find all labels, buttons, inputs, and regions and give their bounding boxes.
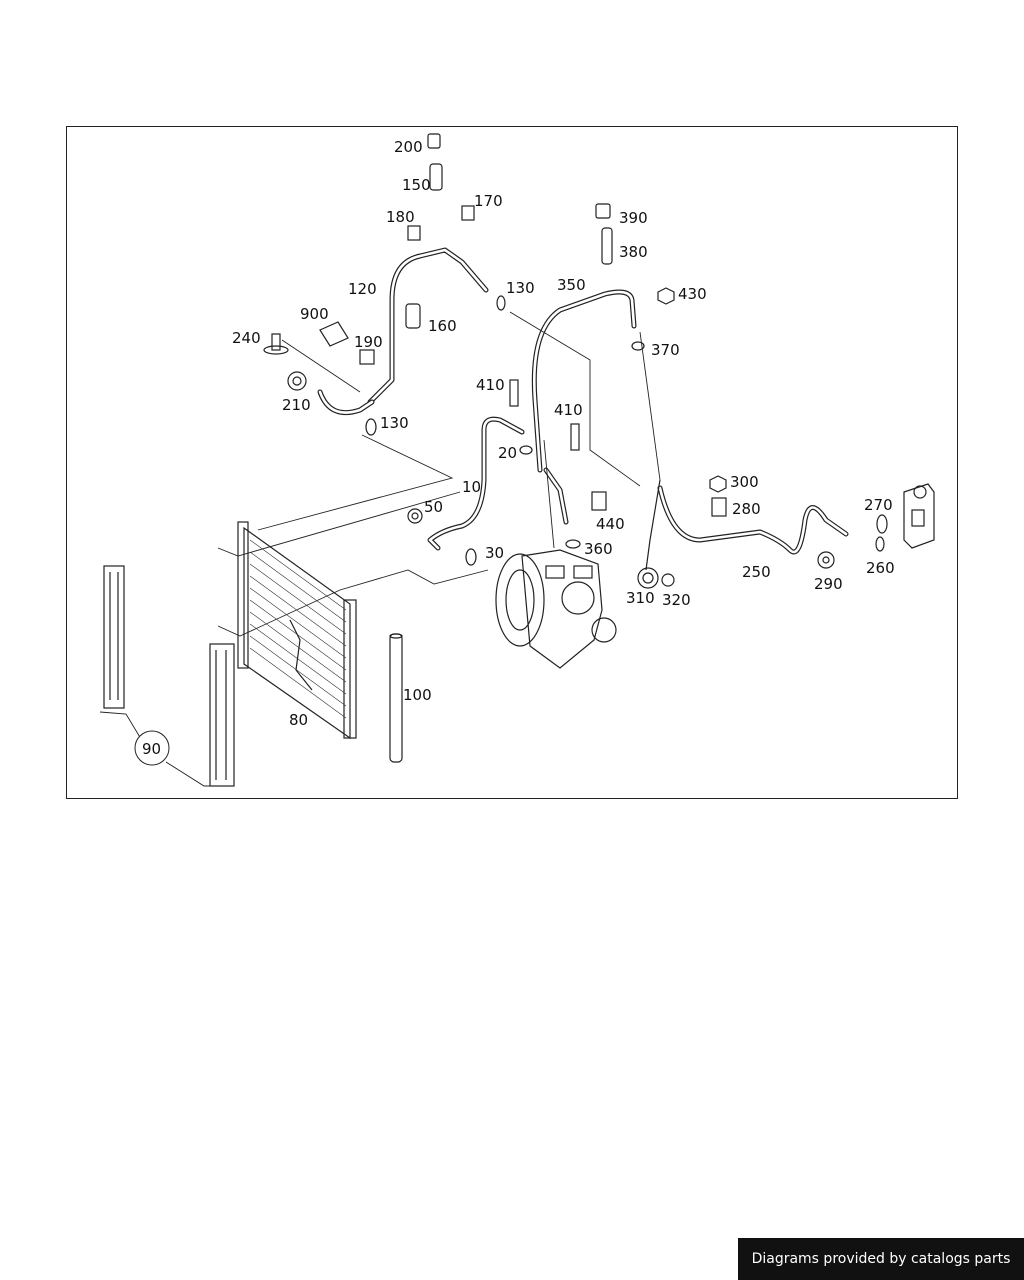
label-10: 10 <box>462 478 481 496</box>
label-100: 100 <box>403 686 432 704</box>
o-ring-20[interactable] <box>519 445 533 455</box>
valve-440[interactable] <box>591 491 607 511</box>
nut-300[interactable] <box>709 475 727 493</box>
label-130-upper: 130 <box>506 279 535 297</box>
o-ring-260[interactable] <box>875 536 885 552</box>
label-130-lower: 130 <box>380 414 409 432</box>
clip-170[interactable] <box>461 205 475 221</box>
label-240: 240 <box>232 329 261 347</box>
label-410-left: 410 <box>476 376 505 394</box>
dryer-100[interactable] <box>389 633 403 763</box>
label-440: 440 <box>596 515 625 533</box>
callout-circle-90 <box>134 730 170 766</box>
condenser-80[interactable] <box>237 521 357 740</box>
o-ring-270[interactable] <box>876 514 888 534</box>
clip-280[interactable] <box>711 497 727 517</box>
label-370: 370 <box>651 341 680 359</box>
o-ring-130-upper[interactable] <box>496 295 506 311</box>
label-190: 190 <box>354 333 383 351</box>
grommet-210[interactable] <box>287 371 307 391</box>
o-ring-30[interactable] <box>465 548 477 566</box>
pipe-350[interactable] <box>531 289 637 525</box>
grommet-50[interactable] <box>407 508 423 524</box>
pipe-250[interactable] <box>657 485 849 555</box>
label-170: 170 <box>474 192 503 210</box>
bolt-410-right[interactable] <box>570 423 580 451</box>
pipe-10[interactable] <box>427 416 525 551</box>
o-ring-370[interactable] <box>631 341 645 351</box>
pressure-sensor-380[interactable] <box>601 227 613 265</box>
label-30: 30 <box>485 544 504 562</box>
label-160: 160 <box>428 317 457 335</box>
label-300: 300 <box>730 473 759 491</box>
bracket-90-left[interactable] <box>103 565 125 709</box>
label-430: 430 <box>678 285 707 303</box>
label-50: 50 <box>424 498 443 516</box>
label-80: 80 <box>289 711 308 729</box>
o-ring-130-lower[interactable] <box>365 418 377 436</box>
cap-200[interactable] <box>427 133 441 149</box>
label-380: 380 <box>619 243 648 261</box>
o-ring-360[interactable] <box>565 539 581 549</box>
compressor[interactable] <box>495 549 617 669</box>
plug-160[interactable] <box>405 303 421 329</box>
label-350: 350 <box>557 276 586 294</box>
hose-210[interactable] <box>317 389 375 416</box>
label-150: 150 <box>402 176 431 194</box>
label-90: 90 <box>142 740 161 758</box>
label-180: 180 <box>386 208 415 226</box>
label-200: 200 <box>394 138 423 156</box>
diagram-frame <box>66 126 958 799</box>
clip-900[interactable] <box>319 321 349 347</box>
plug-240[interactable] <box>263 333 289 355</box>
label-390: 390 <box>619 209 648 227</box>
label-250: 250 <box>742 563 771 581</box>
nut-430[interactable] <box>657 287 675 305</box>
label-210: 210 <box>282 396 311 414</box>
leader-lines <box>99 311 661 787</box>
expansion-valve-270[interactable] <box>903 483 935 549</box>
grommet-310[interactable] <box>637 567 659 589</box>
label-120: 120 <box>348 280 377 298</box>
valve-cap-180[interactable] <box>407 225 421 241</box>
hose-120[interactable] <box>367 247 489 405</box>
label-290: 290 <box>814 575 843 593</box>
bracket-90-right[interactable] <box>209 643 235 787</box>
label-270: 270 <box>864 496 893 514</box>
bolt-410-left[interactable] <box>509 379 519 407</box>
cap-390[interactable] <box>595 203 611 219</box>
grommet-290[interactable] <box>817 551 835 569</box>
hose-310[interactable] <box>645 479 661 571</box>
callout-labels: 200 150 170 180 390 380 350 120 130 430 … <box>142 138 895 758</box>
plug-320[interactable] <box>661 573 675 587</box>
footer-credit: Diagrams provided by catalogs parts <box>738 1238 1024 1280</box>
label-360: 360 <box>584 540 613 558</box>
label-900: 900 <box>300 305 329 323</box>
label-310: 310 <box>626 589 655 607</box>
pressure-sensor-150[interactable] <box>429 163 443 191</box>
label-280: 280 <box>732 500 761 518</box>
label-320: 320 <box>662 591 691 609</box>
label-20: 20 <box>498 444 517 462</box>
label-260: 260 <box>866 559 895 577</box>
valve-190[interactable] <box>359 349 375 365</box>
label-410-right: 410 <box>554 401 583 419</box>
